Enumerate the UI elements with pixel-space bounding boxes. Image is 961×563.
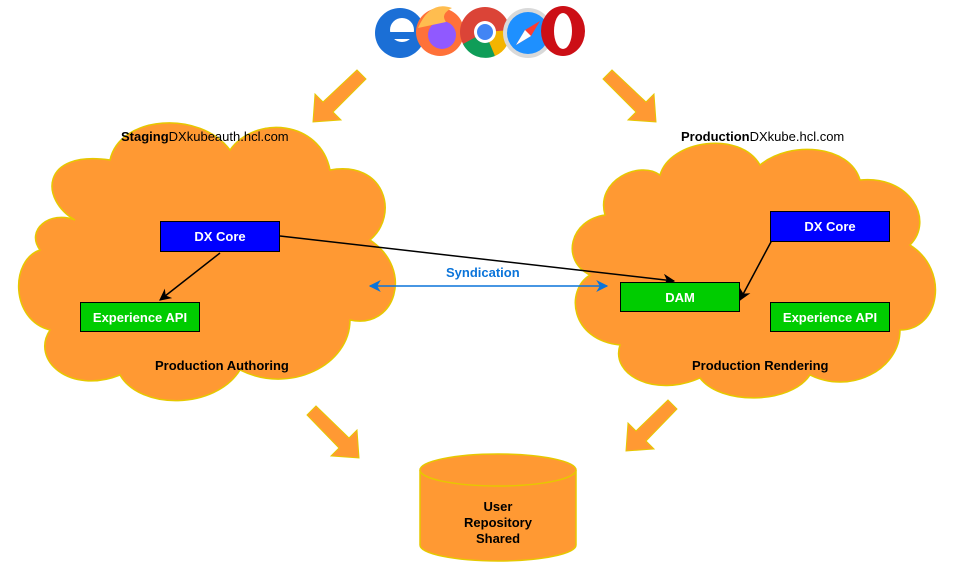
authoring-experience-api-box: Experience API [80, 302, 200, 332]
connector-core-to-api [159, 252, 221, 301]
repository-line-2: Repository [464, 515, 532, 530]
opera-icon [541, 6, 585, 56]
connector-core-to-dam [279, 235, 676, 286]
safari-icon [503, 8, 553, 58]
arrow-browser-to-production [602, 69, 657, 123]
production-label: Production [681, 129, 750, 144]
arrow-browser-to-staging [312, 69, 367, 123]
repository-line-3: Shared [475, 531, 521, 546]
staging-label: Staging [121, 129, 169, 144]
repository-line-1: User [483, 499, 513, 514]
rendering-experience-api-box: Experience API [770, 302, 890, 332]
staging-host-label: StagingDXkubeauth.hcl.com [121, 129, 289, 144]
production-host-label: ProductionDXkube.hcl.com [681, 129, 844, 144]
rendering-cloud [571, 142, 937, 399]
firefox-icon [416, 6, 464, 56]
arrow-authoring-to-repository [306, 405, 360, 459]
syndication-label: Syndication [446, 265, 520, 280]
repository-cylinder [419, 453, 577, 562]
dam-box: DAM [620, 282, 740, 312]
production-host: DXkube.hcl.com [749, 129, 845, 144]
arrow-rendering-to-repository [625, 399, 678, 452]
edge-icon [375, 8, 425, 58]
rendering-dx-core-box: DX Core [770, 211, 890, 242]
repository-label: User Repository Shared [438, 499, 558, 547]
rendering-cloud-label: Production Rendering [692, 358, 829, 373]
authoring-cloud-label: Production Authoring [155, 358, 289, 373]
connector-rendering-core-to-dam [739, 239, 773, 302]
staging-host: DXkubeauth.hcl.com [168, 129, 289, 144]
chrome-icon [460, 7, 511, 58]
authoring-dx-core-box: DX Core [160, 221, 280, 252]
